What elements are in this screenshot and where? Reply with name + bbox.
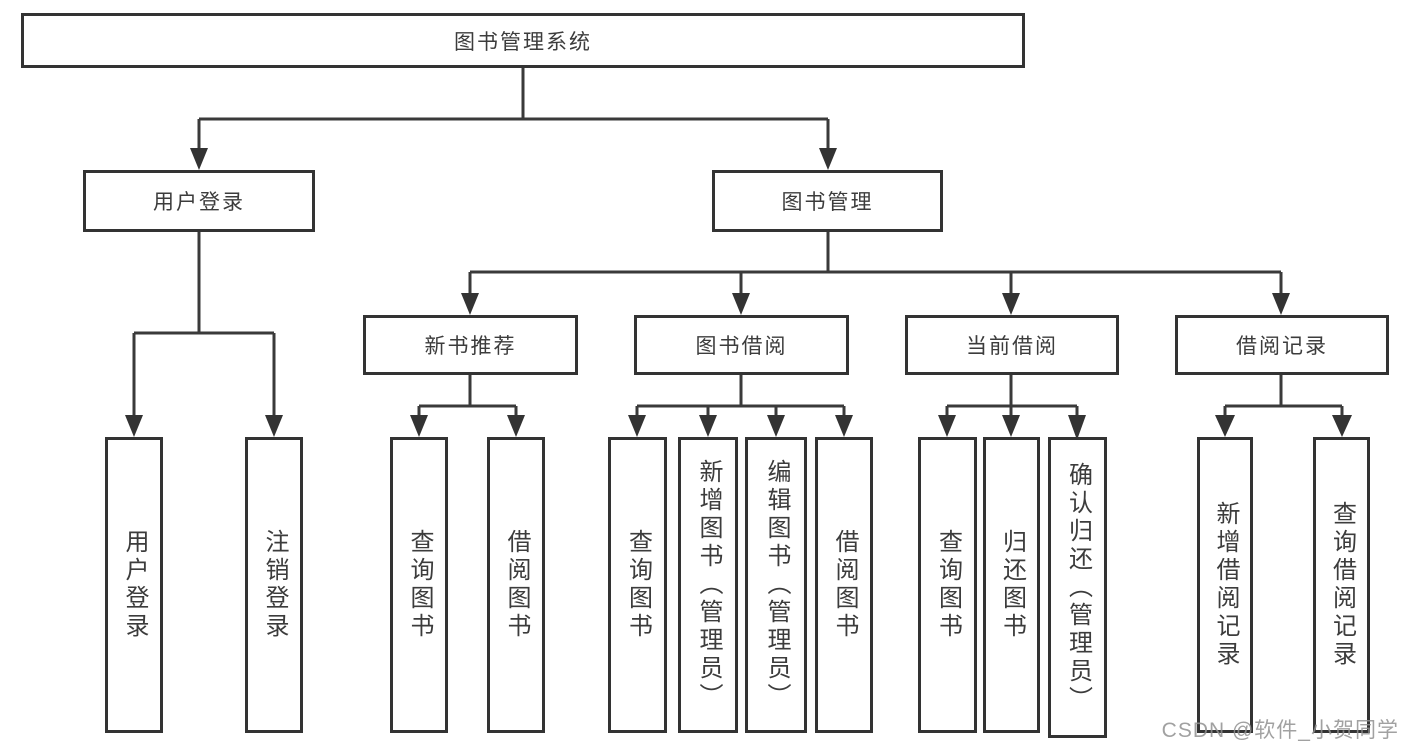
connector-user-login-children: [132, 232, 276, 417]
leaf-borrow-books: 借阅图书: [487, 437, 545, 733]
arrowhead-down-icon: [507, 415, 525, 437]
leaf-edit-books-admin: 编辑图书（管理员）: [745, 437, 807, 733]
connector-new-book-children: [417, 375, 518, 417]
connector-book-mgmt-children: [468, 232, 1283, 295]
arrowhead-down-icon: [938, 415, 956, 437]
csdn-watermark: CSDN @软件_小贺同学: [1161, 719, 1399, 742]
arrowhead-down-icon: [410, 415, 428, 437]
arrowhead-down-icon: [1215, 415, 1235, 437]
connector-current-borrow-children: [945, 375, 1079, 417]
arrowhead-down-icon: [1002, 415, 1020, 437]
arrowhead-down-icon: [1068, 415, 1086, 440]
arrowhead-down-icon: [628, 415, 646, 437]
leaf-user-login: 用户登录: [105, 437, 163, 733]
connector-book-borrow-children: [635, 375, 846, 417]
node-book-borrowing: 图书借阅: [634, 315, 849, 375]
leaf-return-books: 归还图书: [983, 437, 1040, 733]
leaf-confirm-return-admin: 确认归还（管理员）: [1048, 437, 1107, 738]
leaf-query-books-3: 查询图书: [918, 437, 977, 733]
arrowhead-down-icon: [461, 293, 479, 315]
leaf-add-books-admin: 新增图书（管理员）: [678, 437, 738, 733]
arrowhead-down-icon: [190, 148, 208, 170]
arrowhead-down-icon: [125, 415, 143, 437]
arrowhead-down-icon: [835, 415, 853, 437]
leaf-query-books-2: 查询图书: [608, 437, 667, 733]
arrowhead-down-icon: [1002, 293, 1020, 315]
arrowhead-down-icon: [265, 415, 283, 437]
arrowhead-down-icon: [819, 148, 837, 170]
node-borrowing-records: 借阅记录: [1175, 315, 1389, 375]
arrowhead-down-icon: [732, 293, 750, 315]
connector-root-to-level2: [197, 68, 830, 150]
leaf-add-borrow-record: 新增借阅记录: [1197, 437, 1253, 733]
leaf-query-borrow-record: 查询借阅记录: [1313, 437, 1370, 733]
leaf-logout: 注销登录: [245, 437, 303, 733]
arrowhead-down-icon: [1332, 415, 1352, 437]
arrowhead-down-icon: [767, 415, 785, 437]
node-new-book-recommend: 新书推荐: [363, 315, 578, 375]
node-book-management: 图书管理: [712, 170, 943, 232]
arrowhead-down-icon: [1272, 293, 1290, 315]
node-library-system: 图书管理系统: [21, 13, 1025, 68]
node-current-borrowing: 当前借阅: [905, 315, 1119, 375]
connector-borrow-records-children: [1223, 375, 1344, 417]
leaf-borrow-books-2: 借阅图书: [815, 437, 873, 733]
leaf-query-books: 查询图书: [390, 437, 448, 733]
node-user-login: 用户登录: [83, 170, 315, 232]
arrowhead-down-icon: [699, 415, 717, 437]
